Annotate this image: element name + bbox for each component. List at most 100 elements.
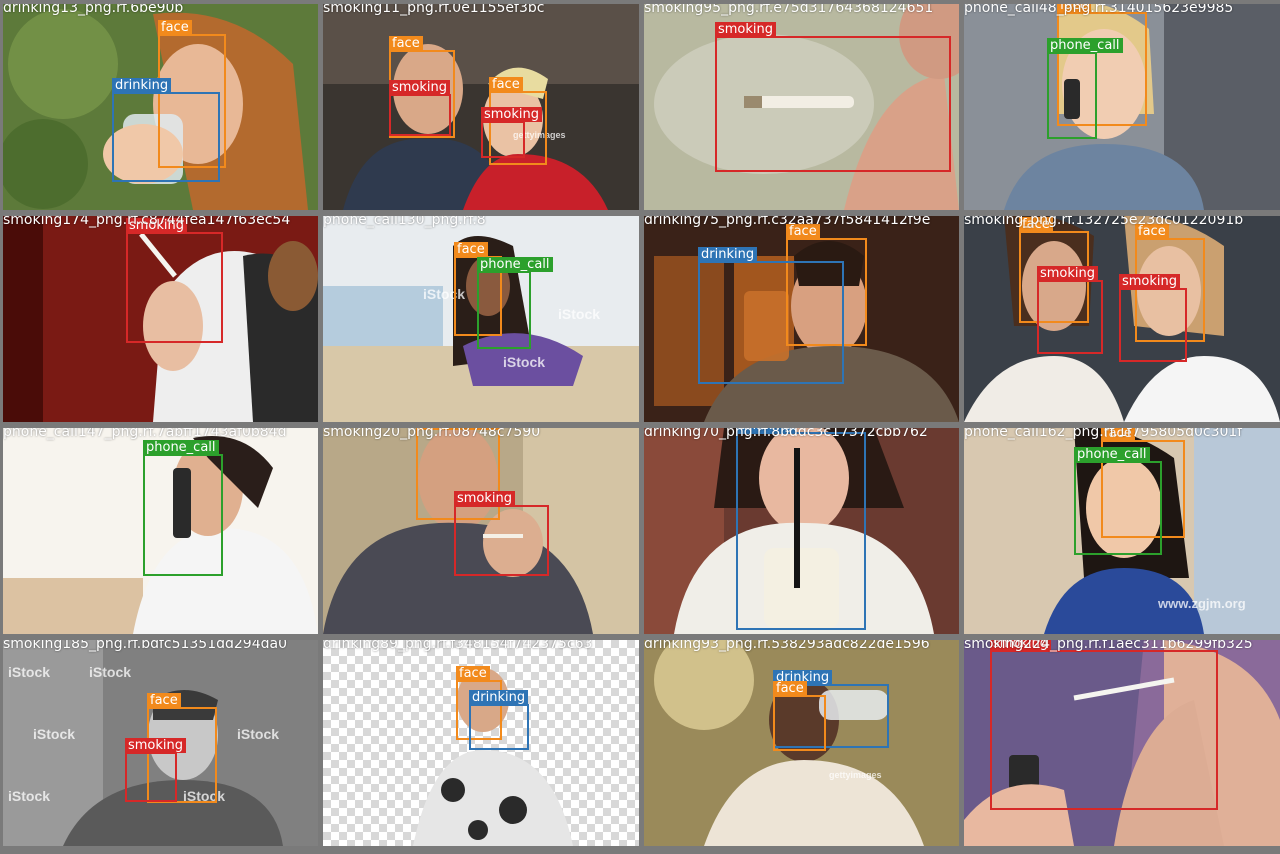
class-label: drinking (112, 78, 172, 93)
tile-image (323, 640, 639, 846)
watermark: iStock (33, 726, 76, 742)
class-label: face (158, 20, 192, 35)
image-filename: phone_call147_png.rf.7abff1743af0b84d (3, 428, 287, 440)
watermark: iStock (237, 726, 280, 742)
class-label: face (456, 666, 490, 681)
detection-box-face: face (147, 693, 217, 803)
image-filename: drinking89_png.rf.f348154f742375c63 (323, 640, 593, 652)
detection-box-smoking: smoking (126, 218, 223, 343)
image-filename: phone_call48_png.rf.314015623e9985 (964, 4, 1234, 16)
tile-6: phone_call130_png.rf.8 iStock iStock iSt… (323, 216, 639, 422)
detection-box-smoking: smoking (454, 491, 549, 576)
image-filename: smoking11_png.rf.0e1155ef3bc (323, 4, 545, 16)
detection-box-face: face (1057, 4, 1147, 126)
image-filename: smoking185_png.rf.bdfc51351dd294da0 (3, 640, 287, 652)
class-label: face (454, 242, 488, 257)
watermark: gettyimages (829, 770, 882, 780)
class-label: smoking (125, 738, 187, 753)
tile-image (644, 216, 959, 422)
detection-box-smoking: smoking (1119, 274, 1187, 362)
watermark: iStock (503, 354, 546, 370)
class-label: face (416, 428, 450, 429)
image-filename: phone_call130_png.rf.8 (323, 216, 486, 228)
class-label: face (489, 77, 523, 92)
class-label: drinking (469, 690, 529, 705)
image-filename: smoking174_png.rf.c8744fea147f63ec54 (3, 216, 291, 228)
class-label: phone_call (143, 440, 219, 455)
class-label: smoking (1119, 274, 1181, 289)
class-label: smoking (990, 640, 1052, 651)
tile-7: drinking75_png.rf.c32aa737f5841412f9e fa… (644, 216, 959, 422)
class-label: phone_call (1074, 447, 1150, 462)
detection-box-phone-call: phone_call (1047, 38, 1123, 139)
detection-box-face: face (416, 428, 500, 520)
tile-3: smoking95_png.rf.e75d31764368124651 smok… (644, 4, 959, 210)
class-label: phone_call (477, 257, 553, 272)
detection-box-smoking: smoking (1037, 266, 1103, 354)
detection-box-face: face (1101, 428, 1185, 538)
class-label: smoking (715, 22, 777, 37)
detection-box-smoking: smoking (481, 107, 543, 158)
image-filename: smoking20_png.rf.08748c7590 (323, 428, 541, 440)
image-filename: drinking93_png.rf.538293adc822de1596 (644, 640, 930, 652)
tile-12: phone_call162_png.rf.1f795805d0c301f www… (964, 428, 1280, 634)
tile-image (644, 4, 959, 210)
tile-image (644, 640, 959, 846)
detection-box-smoking: smoking (125, 738, 187, 802)
detection-box-face: face (1135, 224, 1205, 342)
detection-box-face: face (456, 666, 502, 740)
tile-2: smoking11_png.rf.0e1155ef3bc gettyimages… (323, 4, 639, 210)
detection-box-phone-call: phone_call (477, 257, 553, 349)
watermark: www.zgjm.org (1158, 596, 1246, 611)
detection-box-phone-call: phone_call (1074, 447, 1162, 555)
tile-image (3, 428, 318, 634)
image-filename: drinking70_png.rf.8bddc3c17372cbb762 (644, 428, 928, 440)
class-label: drinking (698, 247, 758, 262)
class-label: smoking (481, 107, 543, 122)
tile-image (964, 216, 1280, 422)
detection-box-face: face (786, 224, 867, 346)
tile-10: smoking20_png.rf.08748c7590 face smoking (323, 428, 639, 634)
class-label: face (389, 36, 423, 51)
tile-image (964, 640, 1280, 846)
tile-image (323, 216, 639, 422)
class-label: face (786, 224, 820, 239)
tile-9: phone_call147_png.rf.7abff1743af0b84d ph… (3, 428, 318, 634)
detection-box-drinking: drinking (112, 78, 220, 182)
class-label: face (773, 681, 807, 696)
tile-image (323, 428, 639, 634)
tile-image (644, 428, 959, 634)
image-filename: phone_call162_png.rf.1f795805d0c301f (964, 428, 1243, 440)
class-label: face (1057, 4, 1091, 13)
detection-box-face: face (773, 681, 826, 751)
detection-box-smoking: smoking (990, 640, 1218, 810)
watermark: iStock (89, 664, 132, 680)
tile-image (323, 4, 639, 210)
detection-box-drinking: drinking (698, 247, 844, 384)
tile-image (3, 216, 318, 422)
watermark: iStock (8, 788, 51, 804)
class-label: smoking (454, 491, 516, 506)
tile-5: smoking174_png.rf.c8744fea147f63ec54 smo… (3, 216, 318, 422)
tile-1: drinking13_png.rf.6be90b face drinking (3, 4, 318, 210)
class-label: phone_call (1047, 38, 1123, 53)
class-label: smoking (1037, 266, 1099, 281)
image-filename: smoking95_png.rf.e75d31764368124651 (644, 4, 934, 16)
tile-4: phone_call48_png.rf.314015623e9985 face … (964, 4, 1280, 210)
detection-box-smoking: smoking (715, 22, 951, 172)
class-label: face (1135, 224, 1169, 239)
class-label: face (1019, 217, 1053, 232)
tile-16: smoking224_png.rf.f1aec311b6299fb325 smo… (964, 640, 1280, 846)
watermark: iStock (8, 664, 51, 680)
detection-box-phone-call: phone_call (143, 440, 223, 576)
watermark: iStock (558, 306, 601, 322)
tile-8: smoking_png.rf.132725e23dc0122091b face … (964, 216, 1280, 422)
tile-11: drinking70_png.rf.8bddc3c17372cbb762 dri… (644, 428, 959, 634)
class-label: smoking (389, 80, 451, 95)
image-filename: smoking_png.rf.132725e23dc0122091b (964, 216, 1244, 228)
image-filename: smoking224_png.rf.f1aec311b6299fb325 (964, 640, 1253, 652)
detection-box-face: face (1019, 217, 1089, 323)
detection-box-drinking: drinking (469, 690, 529, 750)
watermark: iStock (183, 788, 226, 804)
